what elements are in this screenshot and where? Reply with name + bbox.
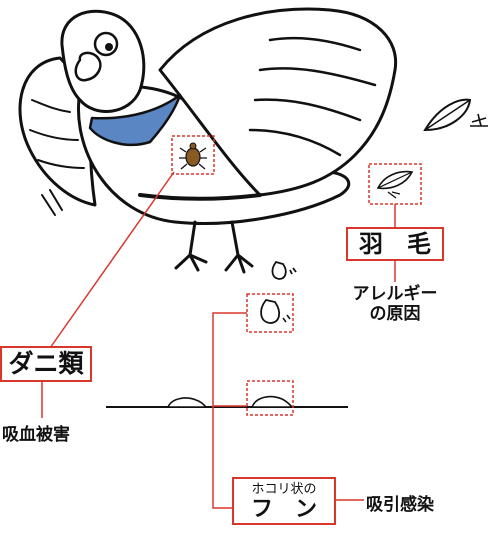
feather-icon	[376, 170, 414, 199]
dust-dashed-box	[246, 380, 294, 416]
droppings-prefix: ホコリ状の	[251, 482, 317, 497]
feather-title: 羽 毛	[359, 230, 431, 258]
loose-feather-icon	[423, 98, 488, 132]
droppings-title: フ ン	[250, 497, 317, 522]
mites-title: ダニ類	[8, 349, 84, 378]
droppings-effect-text: 吸引感染	[366, 495, 434, 515]
falling-dropping-icon	[271, 260, 297, 280]
mite-icon	[179, 142, 207, 170]
mites-effect-text: 吸血被害	[2, 425, 70, 445]
mite-connector-line	[49, 171, 175, 349]
feather-label-box: 羽 毛	[346, 227, 444, 261]
droppings-label-box: ホコリ状の フ ン	[232, 477, 336, 525]
dropping-icon	[260, 298, 291, 324]
mite-dashed-box	[171, 135, 215, 175]
mites-label-box: ダニ類	[0, 346, 92, 382]
dust-mound-icon	[166, 395, 294, 408]
droppings-bracket-line	[212, 312, 247, 509]
dropping-dashed-box	[246, 293, 294, 333]
feather-effect-text: アレルギー の原因	[352, 284, 438, 324]
pigeon-illustration	[18, 7, 398, 274]
